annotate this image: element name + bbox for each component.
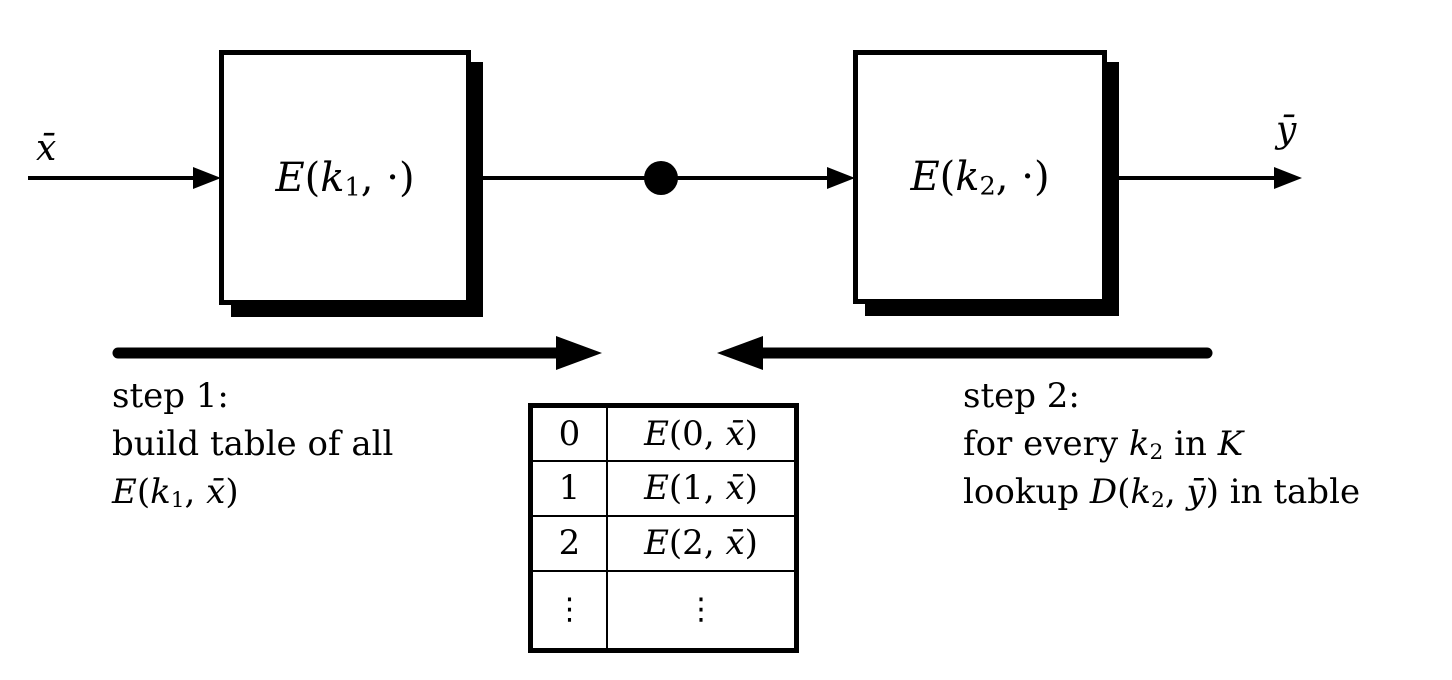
output-label: ȳ	[1276, 110, 1296, 151]
row1-open: (1,	[668, 468, 726, 508]
box2-label: E(k2, ·)	[910, 154, 1049, 200]
step2-line3-sub: 2	[1151, 487, 1165, 513]
row1-var: x̄	[725, 468, 745, 508]
step2-line3-pre: lookup	[963, 472, 1090, 512]
row2-var: x̄	[725, 523, 745, 563]
table-value-cell: E(2, x̄)	[606, 514, 798, 572]
table-row: ⋮ ⋮	[529, 569, 798, 652]
table-row: 2 E(2, x̄)	[529, 514, 798, 572]
row1-fn: E	[644, 468, 669, 508]
step1-text: step 1: build table of all E(k1, x̄)	[112, 372, 393, 516]
input-arrowhead-icon	[193, 167, 221, 189]
step1-expr-fn: E	[112, 472, 137, 512]
box1-key-sub: 1	[344, 172, 361, 203]
step1-expr-key: k	[150, 472, 171, 512]
box2-open: (	[939, 154, 956, 200]
table-key-cell: 0	[529, 404, 608, 462]
step2-line3-close: )	[1205, 472, 1219, 512]
encryption-box-1: E(k1, ·)	[219, 50, 471, 305]
step1-expr-comma: ,	[184, 472, 207, 512]
row2-fn: E	[644, 523, 669, 563]
lookup-table: 0 E(0, x̄) 1 E(1, x̄) 2 E(2, x̄) ⋮ ⋮	[528, 403, 799, 653]
step2-line3: lookup D(k2, ȳ) in table	[963, 468, 1360, 516]
row1-close: )	[744, 468, 758, 508]
step2-line2-mid: in	[1163, 424, 1218, 464]
step2-text: step 2: for every k2 in K lookup D(k2, ȳ…	[963, 372, 1360, 516]
step1-line2: build table of all	[112, 424, 394, 464]
table-value-cell: E(0, x̄)	[606, 404, 798, 462]
step2-arrowhead-icon	[717, 336, 763, 370]
box1-close: , ·)	[360, 154, 415, 201]
step1-expression: E(k1, x̄)	[112, 468, 393, 516]
step1-expr-close: )	[225, 472, 239, 512]
table-key-cell: 1	[529, 459, 608, 517]
table-key-cell: 2	[529, 514, 608, 572]
output-variable: ȳ	[1276, 110, 1297, 151]
step2-line2-pre: for every	[963, 424, 1129, 464]
box1-label: E(k1, ·)	[275, 155, 414, 201]
step2-line2-key: k	[1128, 424, 1150, 464]
step1-line1: step 1:	[112, 376, 229, 416]
table-value-cell: ⋮	[606, 569, 798, 652]
table-row: 0 E(0, x̄)	[529, 404, 798, 462]
row2-close: )	[744, 523, 758, 563]
box2-key: k	[955, 154, 980, 200]
step1-expr-open: (	[136, 472, 151, 512]
row0-var: x̄	[725, 413, 745, 454]
row2-open: (2,	[668, 523, 726, 563]
step1-expr-sub: 1	[170, 487, 185, 513]
row0-close: )	[744, 413, 758, 454]
output-arrowhead-icon	[1274, 167, 1302, 189]
input-label: x̄	[36, 128, 56, 169]
step2-line3-open: (	[1117, 472, 1131, 512]
table-key-cell: ⋮	[529, 569, 608, 652]
row0-open: (0,	[668, 413, 726, 454]
box2-fn: E	[910, 154, 940, 200]
step2-line2: for every k2 in K	[963, 420, 1360, 468]
box2-key-sub: 2	[979, 171, 996, 202]
box1-fn: E	[275, 154, 305, 201]
box1-open: (	[304, 154, 321, 201]
input-variable: x̄	[36, 128, 57, 169]
step1-expr-var: x̄	[206, 472, 226, 512]
row0-fn: E	[644, 413, 669, 454]
box1-key: k	[320, 154, 345, 201]
step2-line1: step 2:	[963, 376, 1080, 416]
step2-line3-key: k	[1130, 472, 1152, 512]
step2-line3-var: ȳ	[1186, 472, 1206, 512]
box2-close: , ·)	[995, 154, 1050, 200]
step2-line3-post: in table	[1218, 472, 1361, 512]
step2-line3-fn: D	[1089, 472, 1118, 512]
step2-line3-comma: ,	[1164, 472, 1187, 512]
junction-dot-icon	[644, 161, 678, 195]
table-row: 1 E(1, x̄)	[529, 459, 798, 517]
encryption-box-2: E(k2, ·)	[853, 50, 1107, 304]
step1-arrowhead-icon	[556, 336, 602, 370]
middle-arrowhead-icon	[827, 167, 855, 189]
step2-line2-sub: 2	[1149, 439, 1164, 465]
table-value-cell: E(1, x̄)	[606, 459, 798, 517]
script-K: K	[1217, 424, 1244, 464]
